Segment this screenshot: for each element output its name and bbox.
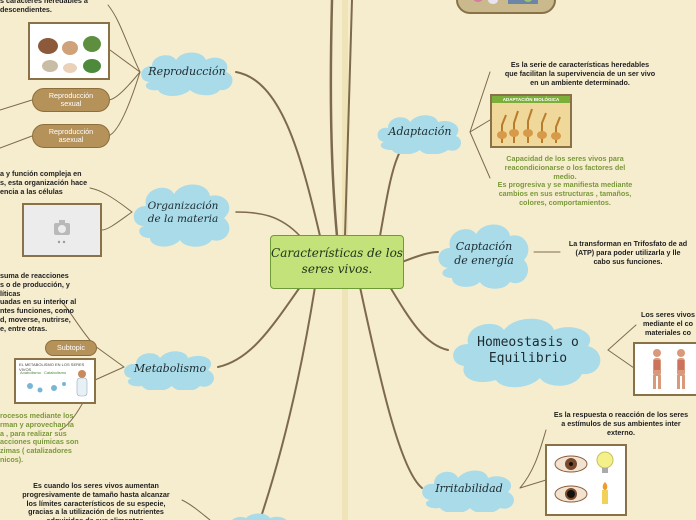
note-homeostasis: Los seres vivos mediante el co materiale…: [641, 310, 695, 337]
cloud-shape: [124, 351, 214, 390]
note-metabolismo: suma de reacciones s o de producción, y …: [0, 271, 77, 333]
note-reproduccion: s caracteres heredables a descendientes.: [0, 0, 88, 14]
cloud-shape: [438, 224, 529, 289]
topic-organizacion[interactable]: Organización de la materia: [128, 178, 238, 248]
topic-label: Homeostasis o Equilibrio: [477, 334, 579, 366]
subtopic-label: Reproducción sexual: [48, 90, 94, 108]
note-adaptacion: Es la serie de características heredable…: [504, 60, 656, 87]
homeostasis-image[interactable]: [633, 342, 696, 396]
subtopic-label: Reproducción asexual: [48, 126, 94, 144]
cloud-shape: [141, 52, 233, 96]
central-title: Características de los seres vivos.: [271, 246, 403, 276]
human-body-illustration: [653, 349, 685, 389]
irritabilidad-image[interactable]: [545, 444, 627, 516]
topic-label: Irritabilidad: [435, 482, 503, 496]
subtopic-reproduccion-sexual[interactable]: Reproducción sexual: [32, 88, 110, 112]
cloud-shape: [377, 115, 462, 154]
topic-label: Metabolismo: [133, 362, 207, 376]
top-image[interactable]: [456, 0, 556, 14]
central-topic[interactable]: Características de los seres vivos.: [270, 235, 404, 289]
camera-icon: [54, 220, 70, 244]
note-organizacion: a y función compleja en s, esta organiza…: [0, 169, 88, 196]
note-metabolismo-green: rocesos mediante los rman y aprovechan l…: [0, 411, 79, 464]
note-adaptacion-green: Capacidad de los seres vivos para reacon…: [497, 154, 633, 207]
topic-irritabilidad[interactable]: Irritabilidad: [418, 466, 520, 512]
topic-label: Captación de energía: [454, 240, 514, 267]
adaptacion-caption: ADAPTACIÓN BIOLÓGICA: [492, 96, 570, 103]
eyes-light-illustration: [554, 451, 614, 504]
reproduccion-image[interactable]: [28, 22, 110, 80]
organizacion-image-placeholder[interactable]: [22, 203, 102, 257]
anabolismo-label: Anabolismo: [20, 370, 41, 375]
cloud-shape: [232, 513, 287, 520]
note-crecimiento: Es cuando los seres vivos aumentan progr…: [22, 481, 170, 520]
subtopic-metabolismo[interactable]: Subtopic: [45, 340, 97, 356]
topic-crecimiento-partial[interactable]: [226, 512, 296, 520]
subtopic-reproduccion-asexual[interactable]: Reproducción asexual: [32, 124, 110, 148]
cloud-shape: [453, 318, 601, 388]
flowers-illustration: [473, 0, 538, 4]
cloud-shape: [422, 470, 514, 512]
subtopic-label: Subtopic: [57, 342, 85, 352]
giraffes-illustration: [497, 108, 561, 143]
animals-plants-illustration: [38, 36, 101, 73]
topic-captacion[interactable]: Captación de energía: [434, 218, 534, 290]
cloud-shape: [133, 184, 230, 247]
topic-label: Organización de la materia: [147, 199, 219, 225]
metabolism-illustration: [27, 370, 88, 397]
note-captacion: La transforman en Trifosfato de ad (ATP)…: [568, 239, 688, 266]
catabolismo-label: Catabolismo: [44, 370, 67, 375]
adaptacion-image[interactable]: ADAPTACIÓN BIOLÓGICA: [490, 94, 572, 148]
topic-homeostasis[interactable]: Homeostasis o Equilibrio: [446, 314, 610, 388]
metabolismo-caption: EL METABOLISMO EN LOS SERES VIVOS: [19, 362, 85, 372]
metabolismo-image[interactable]: EL METABOLISMO EN LOS SERES VIVOS Anabol…: [14, 358, 96, 404]
topic-adaptacion[interactable]: Adaptación: [374, 110, 466, 154]
note-irritabilidad: Es la respuesta o reacción de los seres …: [553, 410, 689, 437]
topic-metabolismo[interactable]: Metabolismo: [120, 348, 220, 390]
topic-reproduccion[interactable]: Reproducción: [136, 48, 238, 96]
topic-label: Adaptación: [388, 125, 452, 139]
topic-label: Reproducción: [148, 65, 226, 79]
